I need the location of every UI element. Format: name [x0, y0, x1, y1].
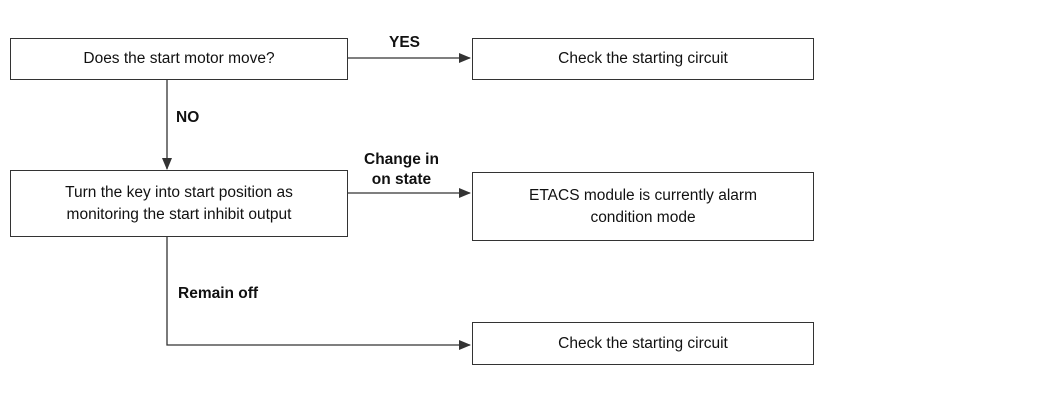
change-label-line-2: on state [371, 171, 432, 188]
question-box: Does the start motor move? [10, 38, 348, 80]
question-text: Does the start motor move? [83, 50, 275, 67]
turn-key-box: Turn the key into start position as moni… [10, 170, 348, 237]
change-label-line-1: Change in [364, 151, 439, 168]
etacs-text: ETACS module is currently alarm conditio… [529, 186, 757, 226]
turn-key-text: Turn the key into start position as moni… [65, 183, 293, 223]
check-starting-circuit-text-1: Check the starting circuit [558, 50, 728, 67]
change-in-on-state-label: Change in on state [364, 150, 439, 190]
yes-label: YES [389, 34, 421, 51]
no-label: NO [176, 109, 200, 126]
etacs-box: ETACS module is currently alarm conditio… [472, 172, 814, 241]
check-starting-circuit-box-2: Check the starting circuit [472, 322, 814, 365]
check-starting-circuit-box-1: Check the starting circuit [472, 38, 814, 80]
remain-off-arrow [166, 237, 471, 350]
check-starting-circuit-text-2: Check the starting circuit [558, 334, 728, 352]
remain-off-label: Remain off [178, 285, 259, 302]
